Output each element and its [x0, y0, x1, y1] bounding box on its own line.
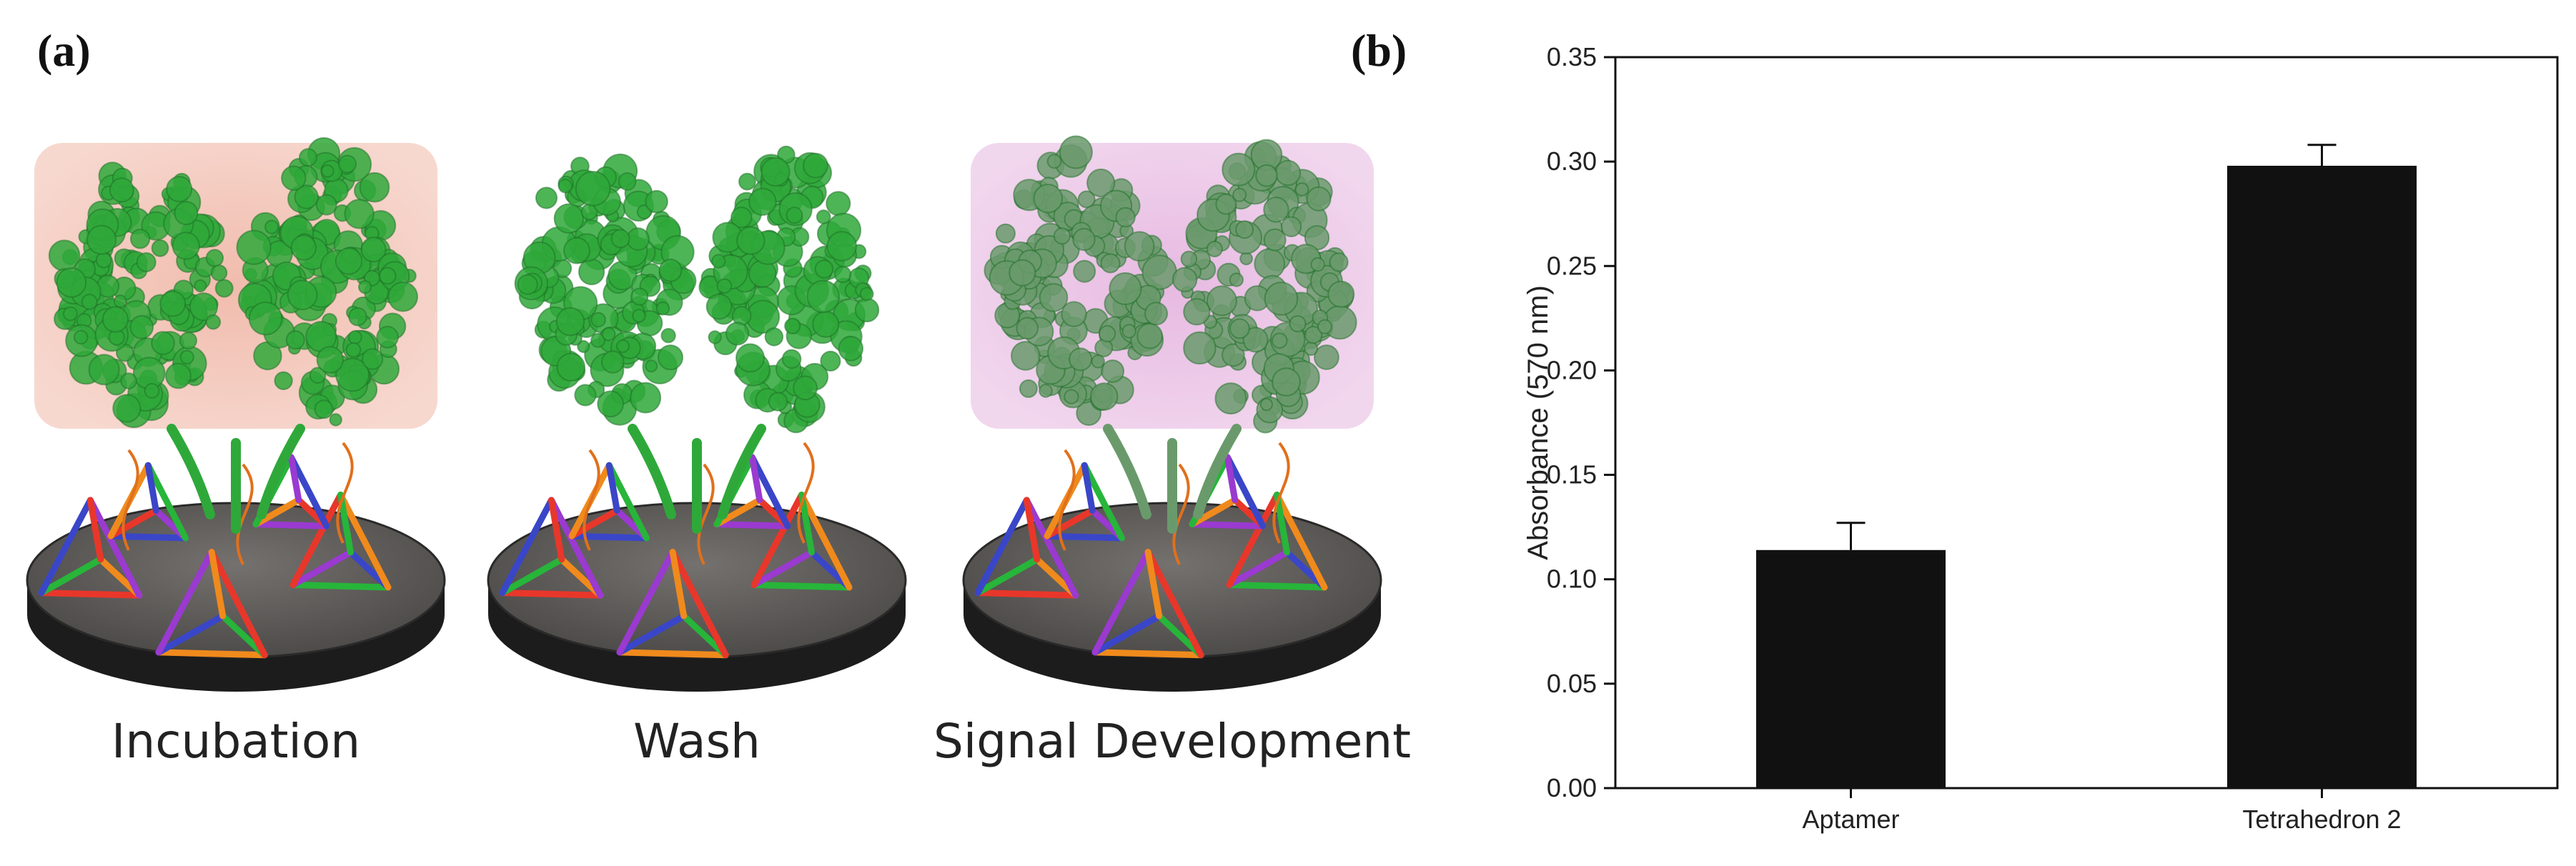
bar-tetrahedron-2 — [2227, 165, 2417, 788]
y-tick-label: 0.35 — [1547, 42, 1597, 71]
x-axis-ticks: Aptamer Tetrahedron 2 — [1802, 788, 2402, 834]
protein-complex — [984, 135, 1357, 534]
aptamer-strands — [583, 442, 815, 565]
y-tick-label: 0.30 — [1547, 146, 1597, 176]
panel-b-label: (b) — [1351, 25, 1407, 76]
dna-tetrahedra — [38, 454, 392, 659]
aptamer-strands — [1058, 442, 1290, 565]
aptamer-strands — [122, 442, 354, 565]
step-caption: Signal Development — [933, 714, 1411, 769]
assay-schematic: Incubation Wash Signal Development — [26, 135, 1411, 769]
protein-complex — [48, 137, 419, 534]
dna-tetrahedra — [974, 454, 1328, 659]
chart-bars — [1756, 144, 2417, 788]
schematic-step-2: Wash — [487, 145, 907, 769]
plot-frame — [1614, 56, 2559, 790]
schematic-step-1: Incubation — [26, 137, 446, 769]
step-caption: Incubation — [112, 714, 360, 769]
dna-tetrahedra — [499, 454, 853, 659]
step-caption: Wash — [633, 714, 761, 769]
y-tick-label: 0.00 — [1547, 773, 1597, 802]
y-tick-label: 0.10 — [1547, 564, 1597, 594]
y-tick-label: 0.05 — [1547, 669, 1597, 698]
bar-chart: 0.00 0.05 0.10 0.15 0.20 0.25 0.30 0.35 Aptamer… — [1522, 42, 2559, 834]
y-tick-label: 0.25 — [1547, 251, 1597, 280]
schematic-step-3: Signal Development — [933, 135, 1411, 769]
bar-aptamer — [1756, 549, 1946, 788]
protein-complex — [514, 145, 880, 534]
y-axis-ticks: 0.00 0.05 0.10 0.15 0.20 0.25 0.30 0.35 — [1547, 42, 1615, 802]
y-tick-label: 0.20 — [1547, 355, 1597, 384]
panel-a-label: (a) — [37, 25, 91, 76]
x-tick-label: Aptamer — [1802, 805, 1899, 834]
x-tick-label: Tetrahedron 2 — [2242, 805, 2401, 834]
y-axis-title: Absorbance (570 nm) — [1522, 285, 1554, 560]
y-tick-label: 0.15 — [1547, 460, 1597, 489]
gold-electrode-disk — [962, 502, 1382, 692]
